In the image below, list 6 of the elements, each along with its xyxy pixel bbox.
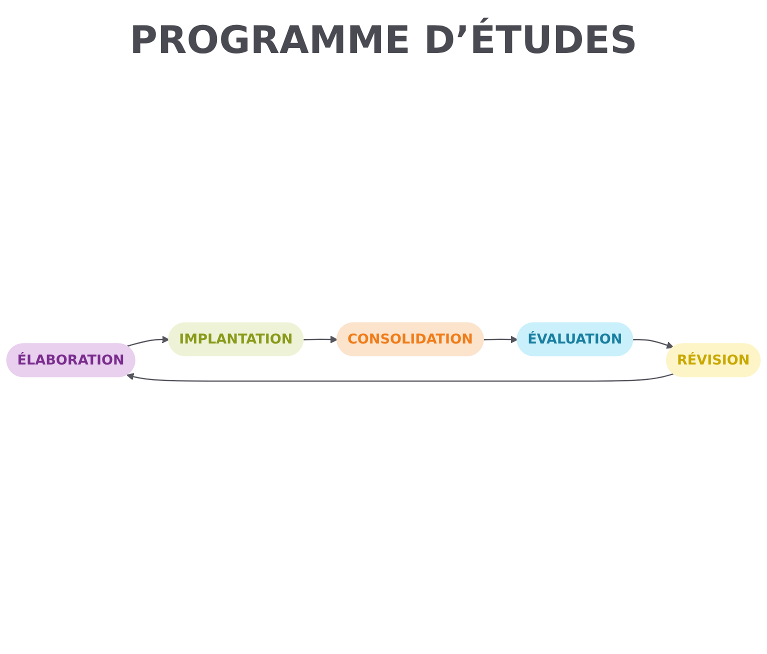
arrow bbox=[126, 373, 674, 382]
arrow bbox=[126, 336, 170, 347]
arrow bbox=[484, 336, 518, 344]
arrow bbox=[304, 336, 338, 344]
arrow bbox=[633, 338, 674, 349]
diagram-title: PROGRAMME D’ÉTUDES bbox=[128, 18, 638, 62]
